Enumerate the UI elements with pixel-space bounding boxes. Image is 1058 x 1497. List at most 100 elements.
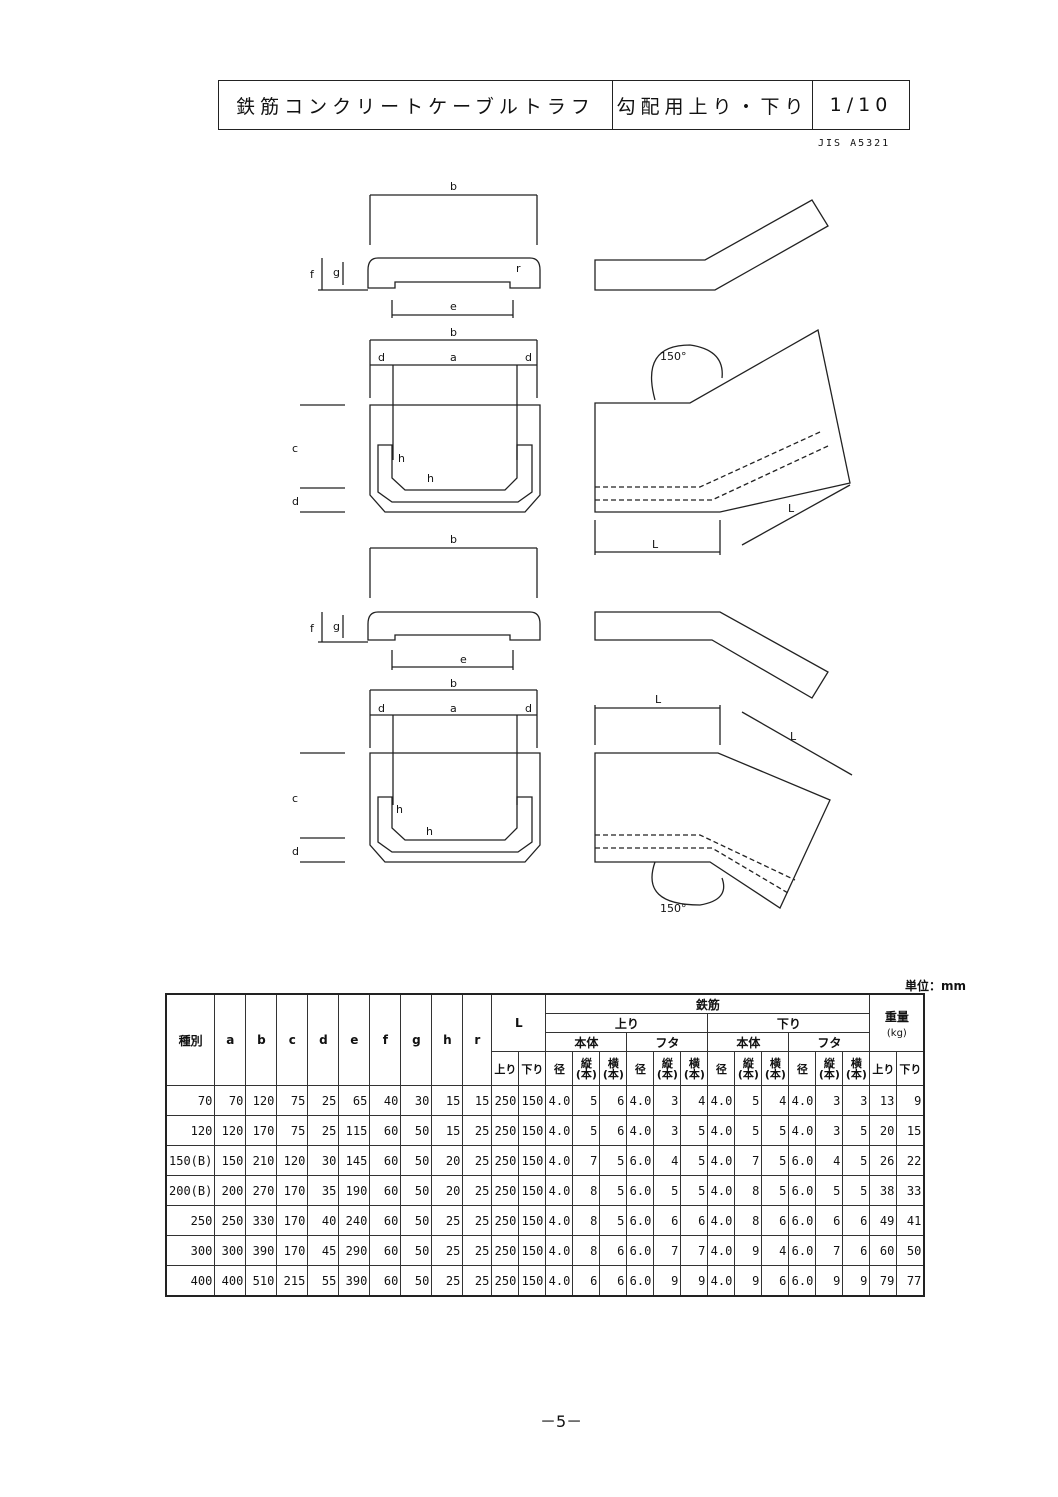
- value-cell: 510: [245, 1265, 278, 1297]
- value-cell: 150: [214, 1145, 247, 1176]
- value-cell: 4.0: [707, 1235, 736, 1266]
- value-cell: 6.0: [626, 1265, 655, 1297]
- value-cell: 4.0: [707, 1085, 736, 1116]
- value-cell: 150: [518, 1175, 547, 1206]
- value-cell: 25: [431, 1205, 464, 1236]
- type-cell: 120: [165, 1115, 216, 1146]
- header-c: c: [276, 993, 309, 1086]
- value-cell: 9: [734, 1235, 763, 1266]
- value-cell: 170: [245, 1115, 278, 1146]
- header-weight-down: 下り: [896, 1051, 925, 1086]
- value-cell: 150: [518, 1085, 547, 1116]
- angle-label: 150°: [660, 902, 687, 915]
- value-cell: 50: [400, 1145, 433, 1176]
- value-cell: 120: [276, 1145, 309, 1176]
- header-transverse-count: 横(本): [599, 1051, 628, 1086]
- value-cell: 400: [214, 1265, 247, 1297]
- value-cell: 79: [869, 1265, 898, 1297]
- value-cell: 60: [369, 1265, 402, 1297]
- lid-up-section: b e f g r: [310, 180, 541, 318]
- value-cell: 5: [815, 1175, 844, 1206]
- value-cell: 60: [369, 1175, 402, 1206]
- weight-label: 重量: [884, 1009, 909, 1024]
- value-cell: 3: [815, 1085, 844, 1116]
- header-transverse-count: 横(本): [761, 1051, 790, 1086]
- value-cell: 4.0: [707, 1265, 736, 1297]
- value-cell: 6: [680, 1205, 709, 1236]
- value-cell: 8: [734, 1175, 763, 1206]
- value-cell: 4.0: [788, 1085, 817, 1116]
- value-cell: 41: [896, 1205, 925, 1236]
- value-cell: 4.0: [545, 1175, 574, 1206]
- value-cell: 25: [431, 1235, 464, 1266]
- value-cell: 38: [869, 1175, 898, 1206]
- value-cell: 25: [462, 1265, 493, 1297]
- header-d: d: [307, 993, 340, 1086]
- header-rebar-down: 下り: [707, 1013, 871, 1033]
- value-cell: 6: [599, 1115, 628, 1146]
- value-cell: 60: [869, 1235, 898, 1266]
- value-cell: 5: [734, 1085, 763, 1116]
- dim-b-label: b: [450, 180, 457, 193]
- value-cell: 20: [431, 1145, 464, 1176]
- lid-down-section: b e f g: [310, 533, 541, 670]
- value-cell: 6.0: [626, 1145, 655, 1176]
- value-cell: 170: [276, 1205, 309, 1236]
- value-cell: 250: [491, 1175, 520, 1206]
- value-cell: 300: [214, 1235, 247, 1266]
- dim-h-label: h: [396, 803, 403, 816]
- value-cell: 4.0: [545, 1205, 574, 1236]
- value-cell: 4.0: [545, 1115, 574, 1146]
- value-cell: 26: [869, 1145, 898, 1176]
- dim-b-label: b: [450, 326, 457, 339]
- value-cell: 170: [276, 1235, 309, 1266]
- header-g: g: [400, 993, 433, 1086]
- body-up-side-view: 150° L L: [594, 328, 851, 555]
- value-cell: 5: [761, 1175, 790, 1206]
- header-rebar: 鉄筋: [545, 993, 871, 1014]
- value-cell: 25: [307, 1085, 340, 1116]
- value-cell: 50: [400, 1235, 433, 1266]
- header-r: r: [462, 993, 493, 1086]
- type-cell: 250: [165, 1205, 216, 1236]
- document-subtitle: 勾配用上り・下り: [613, 81, 813, 129]
- dim-d-label: d: [525, 702, 532, 715]
- body-down-side-view: L L 150°: [594, 693, 853, 915]
- header-longitudinal-count: 縦(本): [572, 1051, 601, 1086]
- dim-e-label: e: [460, 653, 467, 666]
- value-cell: 25: [462, 1205, 493, 1236]
- header-diameter: 径: [626, 1051, 655, 1086]
- value-cell: 22: [896, 1145, 925, 1176]
- value-cell: 40: [369, 1085, 402, 1116]
- header-transverse-count: 横(本): [842, 1051, 871, 1086]
- value-cell: 4.0: [545, 1265, 574, 1297]
- header-up-body: 本体: [545, 1032, 628, 1052]
- value-cell: 190: [338, 1175, 371, 1206]
- header-down-body: 本体: [707, 1032, 790, 1052]
- value-cell: 7: [815, 1235, 844, 1266]
- value-cell: 50: [400, 1115, 433, 1146]
- standard-label: JIS A5321: [818, 138, 891, 149]
- dim-L-label: L: [788, 502, 795, 515]
- value-cell: 5: [572, 1115, 601, 1146]
- value-cell: 50: [400, 1205, 433, 1236]
- value-cell: 25: [462, 1115, 493, 1146]
- value-cell: 6.0: [788, 1175, 817, 1206]
- dim-r-label: r: [516, 262, 521, 275]
- value-cell: 150: [518, 1265, 547, 1297]
- dim-d-label: d: [378, 702, 385, 715]
- value-cell: 4: [761, 1235, 790, 1266]
- value-cell: 9: [815, 1265, 844, 1297]
- value-cell: 6: [599, 1265, 628, 1297]
- value-cell: 4.0: [545, 1145, 574, 1176]
- value-cell: 290: [338, 1235, 371, 1266]
- value-cell: 250: [491, 1085, 520, 1116]
- value-cell: 330: [245, 1205, 278, 1236]
- value-cell: 60: [369, 1145, 402, 1176]
